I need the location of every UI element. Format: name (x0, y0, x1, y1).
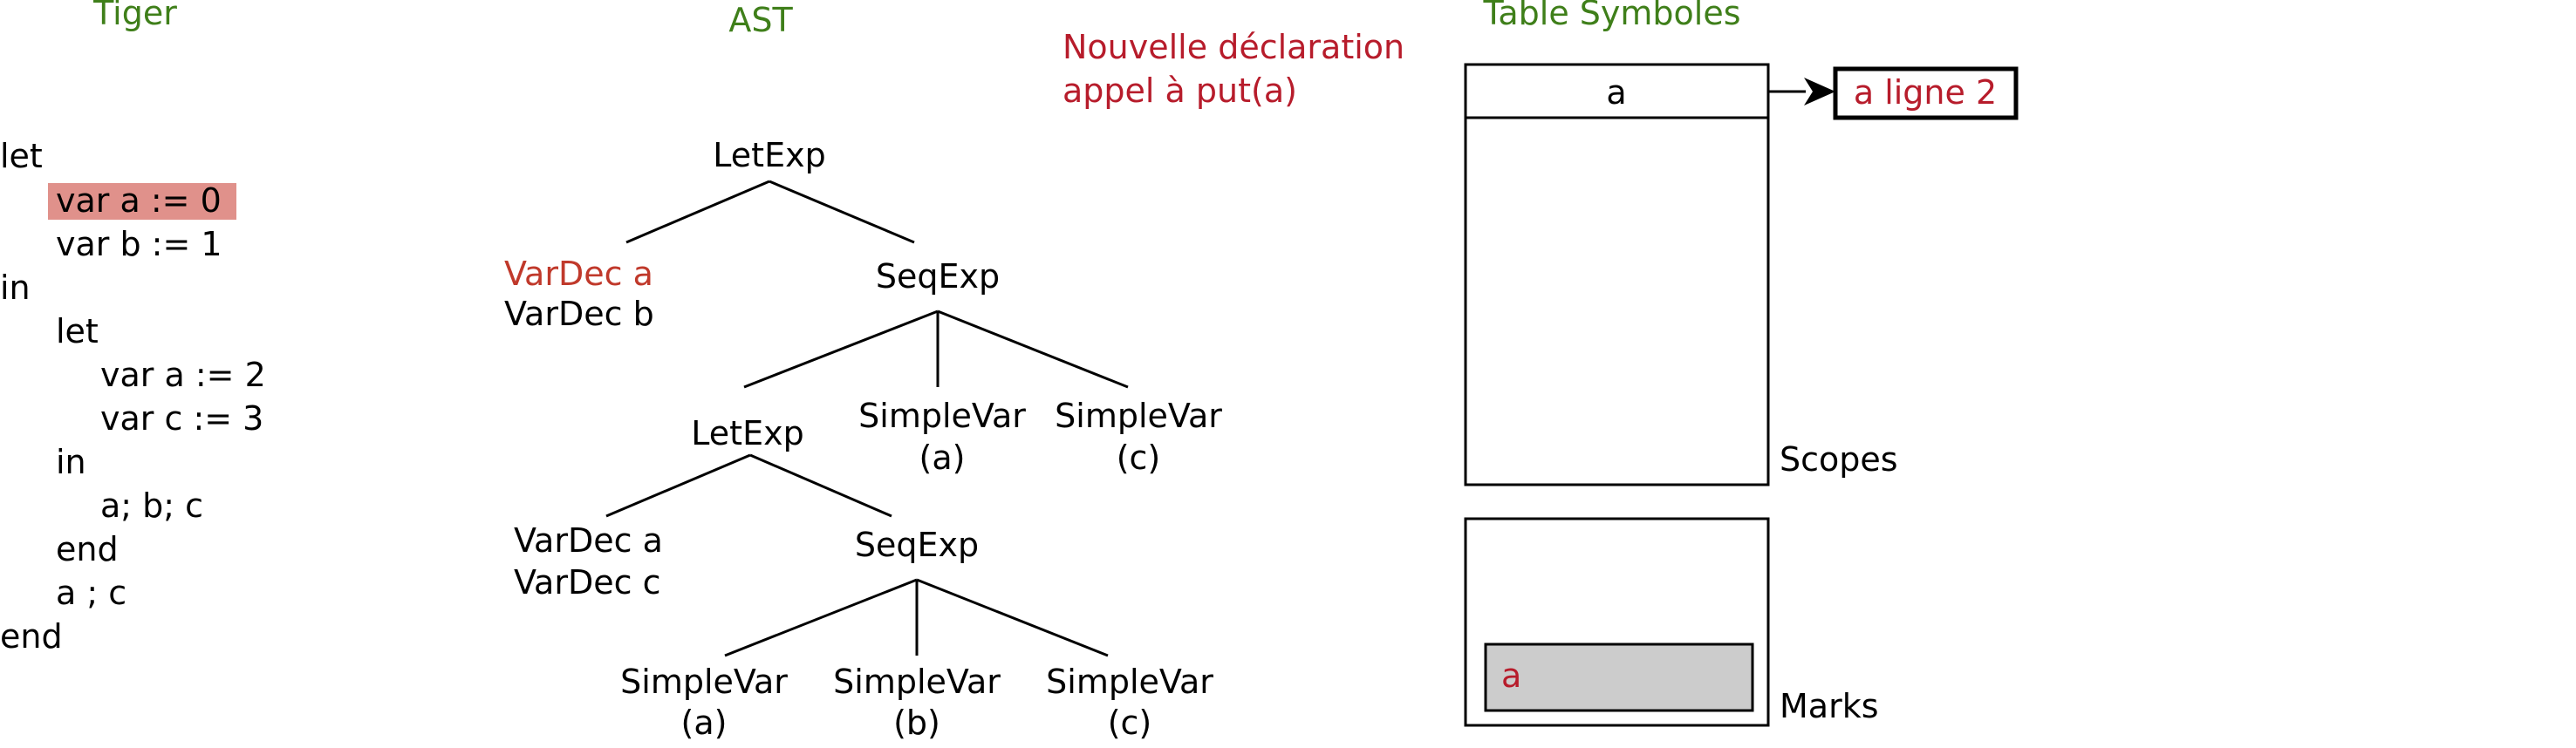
ast-edge (724, 578, 918, 657)
ast-edges (605, 180, 1129, 657)
ast-node-simplevar: SimpleVar (1046, 663, 1213, 701)
ast-nodes: LetExp VarDec a VarDec b SeqExp LetExp S… (504, 136, 1222, 742)
ast-node-letexp-root: LetExp (713, 136, 825, 174)
ast-edge (605, 453, 751, 518)
code-line: let (0, 137, 43, 175)
scopes-stack: a a ligne 2 Scopes (1464, 63, 2019, 486)
code-line: var a := 0 (56, 181, 222, 220)
ast-node-inner-vardec-c: VarDec c (514, 563, 660, 602)
ast-node-letexp-inner: LetExp (691, 414, 803, 452)
ast-header: AST (728, 1, 793, 39)
ast-edge (916, 578, 1109, 657)
scope-value-box (1833, 66, 2019, 120)
code-line: in (56, 443, 86, 481)
scopes-box (1464, 63, 1770, 486)
code-line: in (0, 269, 31, 307)
mark-entry: a (1501, 656, 1521, 695)
ast-edge (743, 309, 939, 389)
ast-edge (769, 180, 915, 244)
scope-arrow-head (1804, 78, 1835, 105)
code-line: var a := 2 (100, 356, 266, 394)
code-line: let (56, 312, 99, 350)
ast-edge (937, 309, 1129, 389)
ast-edge (625, 180, 770, 244)
ast-node-simplevar: SimpleVar (833, 663, 1001, 701)
ast-node-simplevar-arg: (c) (1108, 704, 1152, 742)
code-line: a; b; c (100, 486, 203, 525)
ast-node-seqexp: SeqExp (876, 257, 1000, 296)
ast-node-simplevar: SimpleVar (620, 663, 788, 701)
mark-entry-box (1484, 643, 1754, 712)
code-line: end (0, 617, 63, 656)
ast-node-simplevar-arg: (a) (681, 704, 728, 742)
marks-stack: a Marks (1464, 517, 1879, 727)
ast-node-vardec-a: VarDec a (504, 255, 653, 293)
code-line: end (56, 530, 119, 568)
symbol-table-header: Table Symboles (1482, 0, 1740, 32)
scope-value: a ligne 2 (1854, 73, 1997, 112)
code-line: var c := 3 (100, 399, 263, 438)
marks-label: Marks (1780, 687, 1879, 725)
code-line: a ; c (56, 574, 126, 612)
ast-node-vardec-b: VarDec b (504, 295, 654, 333)
tiger-header: Tiger (92, 0, 177, 32)
ast-node-simplevar-arg: (a) (919, 439, 966, 477)
ast-node-simplevar: SimpleVar (1055, 397, 1222, 435)
scope-entry-key: a (1606, 73, 1626, 112)
ast-node-simplevar-arg: (c) (1117, 439, 1161, 477)
ast-edge (749, 453, 892, 518)
note-line-1: Nouvelle déclaration (1063, 28, 1404, 66)
ast-node-seqexp-inner: SeqExp (855, 526, 979, 564)
tiger-code: let var a := 0 var b := 1 in let var a :… (0, 137, 266, 656)
scopes-label: Scopes (1780, 440, 1898, 479)
ast-node-simplevar-arg: (b) (893, 704, 940, 742)
code-line: var b := 1 (56, 225, 222, 263)
ast-node-simplevar: SimpleVar (858, 397, 1026, 435)
note-line-2: appel à put(a) (1063, 71, 1297, 110)
highlight-current-declaration (48, 183, 236, 220)
ast-node-inner-vardec-a: VarDec a (514, 521, 663, 560)
